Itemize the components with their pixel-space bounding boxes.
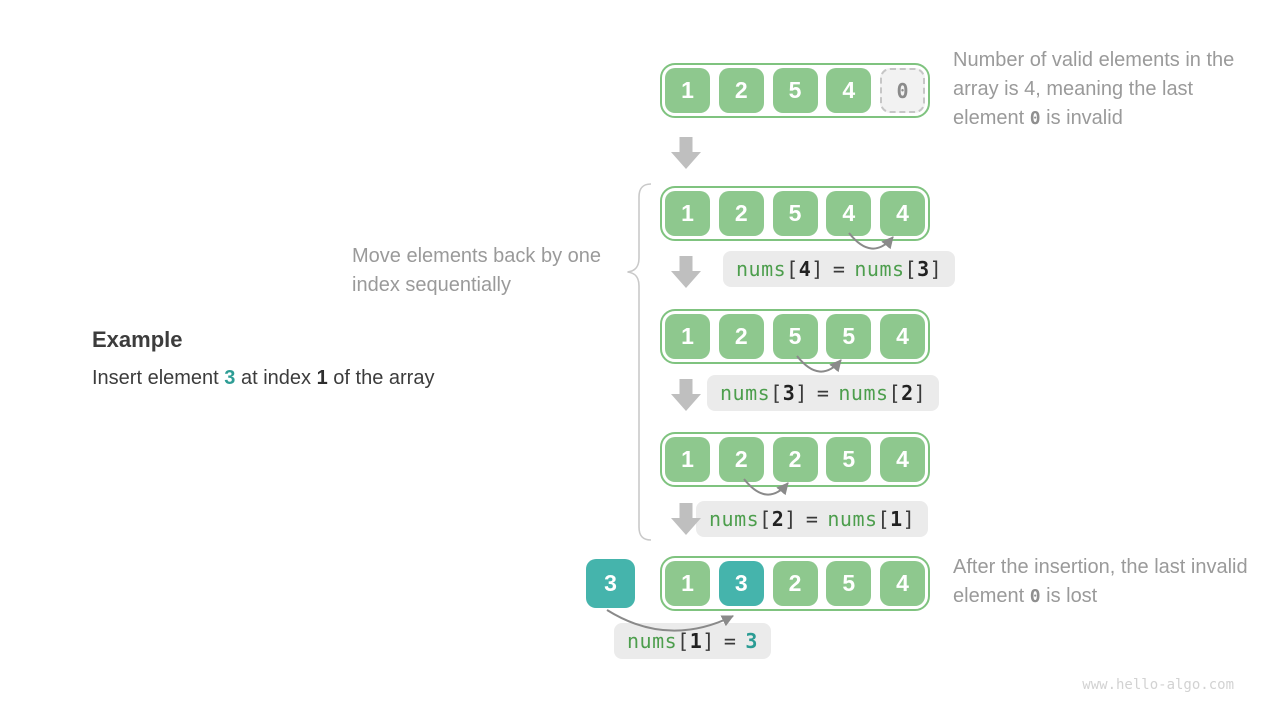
code-bracket: [ xyxy=(677,629,690,653)
code-bracket: ] xyxy=(795,381,808,405)
group-brace xyxy=(627,183,652,541)
array-state-1: 1 2 5 4 0 xyxy=(660,63,930,118)
assign-label-3: nums[2]=nums[1] xyxy=(696,501,929,537)
code-bracket: ] xyxy=(702,629,715,653)
array-cell: 2 xyxy=(718,191,764,236)
annotation-bottom-code: 0 xyxy=(1029,586,1041,607)
code-fn: nums xyxy=(838,381,889,405)
array-state-5: 1 3 2 5 4 xyxy=(660,556,930,611)
code-fn: nums xyxy=(709,507,760,531)
array-cell: 4 xyxy=(880,191,925,236)
code-index: 3 xyxy=(782,381,796,405)
array-cell: 4 xyxy=(880,437,925,482)
code-value: 3 xyxy=(745,629,758,653)
array-cell: 1 xyxy=(665,314,710,359)
insert-value-text: 3 xyxy=(224,367,236,389)
down-arrow-icon xyxy=(671,379,701,411)
array-cell: 4 xyxy=(880,561,925,606)
array-cell: 5 xyxy=(826,437,872,482)
insert-element-cell: 3 xyxy=(586,559,635,608)
array-cell: 1 xyxy=(665,191,710,236)
array-cell: 1 xyxy=(665,561,710,606)
code-equals: = xyxy=(723,629,737,653)
code-bracket: [ xyxy=(759,507,772,531)
array-cell: 2 xyxy=(772,437,818,482)
array-cell: 2 xyxy=(718,437,764,482)
code-equals: = xyxy=(805,507,819,531)
array-state-4: 1 2 2 5 4 xyxy=(660,432,930,487)
array-cell: 5 xyxy=(826,314,872,359)
code-index: 2 xyxy=(901,381,914,405)
code-bracket: [ xyxy=(786,257,799,281)
code-equals: = xyxy=(816,381,830,405)
array-cell: 2 xyxy=(718,314,764,359)
code-bracket: ] xyxy=(929,257,943,281)
array-cell: 1 xyxy=(665,68,710,113)
insert-label: nums[1] = 3 xyxy=(614,623,771,659)
array-cell-inserted: 3 xyxy=(718,561,764,606)
code-bracket: ] xyxy=(811,257,824,281)
array-cell: 2 xyxy=(772,561,818,606)
code-bracket: [ xyxy=(888,381,902,405)
code-fn: nums xyxy=(627,629,678,653)
array-cell: 5 xyxy=(826,561,872,606)
annotation-top-text: Number of valid elements in the array is… xyxy=(953,49,1235,129)
example-post: of the array xyxy=(327,367,435,389)
code-fn: nums xyxy=(736,257,787,281)
code-bracket: [ xyxy=(770,381,783,405)
annotation-bottom-tail: is lost xyxy=(1040,585,1098,607)
annotation-bottom: After the insertion, the last invalid el… xyxy=(953,553,1258,611)
array-cell: 2 xyxy=(718,68,764,113)
array-cell: 4 xyxy=(826,191,872,236)
example-title: Example xyxy=(92,327,183,352)
down-arrow-icon xyxy=(671,256,701,288)
example-pre: Insert element xyxy=(92,367,225,389)
code-index: 2 xyxy=(771,507,785,531)
array-cell: 5 xyxy=(772,314,818,359)
down-arrow-icon xyxy=(671,137,701,169)
code-equals: = xyxy=(832,257,846,281)
array-cell: 5 xyxy=(772,191,818,236)
move-note: Move elements back by one index sequenti… xyxy=(352,245,602,296)
assign-label-2: nums[3]=nums[2] xyxy=(707,375,940,411)
watermark: www.hello-algo.com xyxy=(1082,677,1234,693)
array-state-3: 1 2 5 5 4 xyxy=(660,309,930,364)
code-index: 4 xyxy=(798,257,812,281)
code-index: 3 xyxy=(917,257,930,281)
code-bracket: ] xyxy=(902,507,916,531)
annotation-top-code: 0 xyxy=(1029,108,1041,129)
annotation-top: Number of valid elements in the array is… xyxy=(953,46,1258,133)
insert-index-text: 1 xyxy=(316,367,328,389)
example-mid: at index xyxy=(235,367,317,389)
code-index: 1 xyxy=(890,507,903,531)
example-description: Insert element 3 at index 1 of the array xyxy=(92,367,434,390)
array-cell: 5 xyxy=(772,68,818,113)
array-cell: 4 xyxy=(880,314,925,359)
code-bracket: ] xyxy=(913,381,927,405)
array-cell: 1 xyxy=(665,437,710,482)
code-bracket: [ xyxy=(877,507,891,531)
code-index: 1 xyxy=(689,629,703,653)
code-fn: nums xyxy=(854,257,905,281)
code-bracket: [ xyxy=(904,257,918,281)
assign-label-1: nums[4]=nums[3] xyxy=(723,251,956,287)
array-cell-invalid: 0 xyxy=(880,68,925,113)
code-fn: nums xyxy=(720,381,771,405)
annotation-bottom-text: After the insertion, the last invalid el… xyxy=(953,556,1248,607)
code-bracket: ] xyxy=(784,507,797,531)
annotation-top-tail: is invalid xyxy=(1040,107,1123,129)
array-state-2: 1 2 5 4 4 xyxy=(660,186,930,241)
code-fn: nums xyxy=(827,507,878,531)
array-cell: 4 xyxy=(826,68,872,113)
